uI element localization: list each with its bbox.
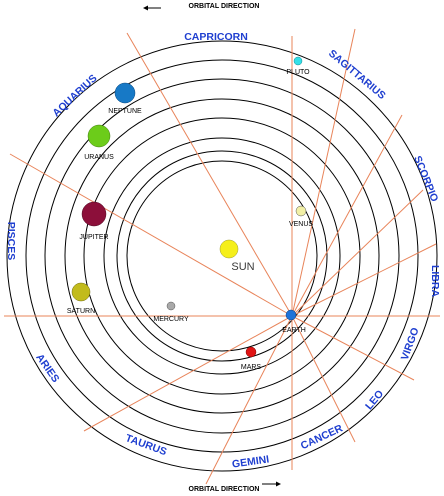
zodiac-gemini: GEMINI: [231, 453, 270, 470]
sun-icon: [219, 239, 239, 259]
zodiac-line: [205, 315, 293, 485]
zodiac-libra: LIBRA: [429, 265, 441, 297]
planet-label-neptune: NEPTUNE: [108, 108, 142, 115]
orbit-ring: [83, 117, 361, 395]
orbital-direction-bottom-label: ORBITAL DIRECTION: [189, 486, 260, 493]
planet-venus: VENUS: [289, 205, 313, 228]
planet-label-saturn: SATURN: [67, 308, 95, 315]
planet-label-venus: VENUS: [289, 221, 313, 228]
zodiac-line: [126, 32, 293, 317]
zodiac-line: [291, 114, 403, 317]
mercury-icon: [166, 301, 176, 311]
zodiac-line: [291, 243, 437, 317]
planets: MERCURY VENUS EARTH MARS JUPITER SATURN …: [67, 56, 313, 371]
neptune-icon: [114, 82, 136, 104]
zodiac-aquarius: AQUARIUS: [50, 72, 99, 119]
orbit-ring: [25, 59, 419, 453]
saturn-icon: [71, 282, 91, 302]
mars-icon: [245, 346, 257, 358]
zodiac-pisces: PISCES: [5, 222, 17, 261]
zodiac-leo: LEO: [363, 388, 386, 412]
planet-uranus: URANUS: [84, 124, 114, 161]
sun: SUN: [219, 239, 255, 273]
zodiac-line: [291, 189, 424, 317]
zodiac-line: [291, 315, 356, 443]
zodiac-line: [83, 315, 293, 432]
planet-saturn: SATURN: [67, 282, 95, 315]
arrow-right-head-icon: [276, 481, 281, 487]
zodiac-line: [9, 153, 293, 317]
planet-label-pluto: PLUTO: [286, 69, 310, 76]
planet-label-earth: EARTH: [282, 327, 306, 334]
planet-earth: EARTH: [282, 309, 306, 334]
jupiter-icon: [81, 201, 107, 227]
planet-label-jupiter: JUPITER: [79, 234, 108, 241]
venus-icon: [295, 205, 307, 217]
zodiac-scorpio: SCORPIO: [411, 154, 440, 203]
planet-label-mercury: MERCURY: [153, 316, 189, 323]
pluto-icon: [293, 56, 303, 66]
planet-neptune: NEPTUNE: [108, 82, 142, 115]
earth-icon: [285, 309, 297, 321]
planet-pluto: PLUTO: [286, 56, 310, 76]
orbital-direction-bottom: ORBITAL DIRECTION: [189, 481, 281, 493]
planet-label-mars: MARS: [241, 364, 262, 371]
planet-mars: MARS: [241, 346, 262, 371]
zodiac-capricorn: CAPRICORN: [184, 31, 248, 43]
orbit-ring: [64, 98, 380, 414]
orbit-ring: [44, 78, 400, 434]
zodiac-lines: [4, 28, 440, 485]
planet-jupiter: JUPITER: [79, 201, 109, 241]
zodiac-aries: ARIES: [33, 352, 61, 385]
orbit-ring: [6, 40, 438, 472]
orbital-direction-top-label: ORBITAL DIRECTION: [189, 3, 260, 10]
zodiac-line: [291, 28, 356, 317]
orbit-ring: [126, 160, 318, 352]
orbit-ring: [103, 137, 341, 375]
planet-label-uranus: URANUS: [84, 154, 114, 161]
orbital-direction-top: ORBITAL DIRECTION: [143, 3, 259, 11]
arrow-left-head-icon: [143, 5, 148, 11]
zodiac-taurus: TAURUS: [124, 432, 168, 458]
uranus-icon: [87, 124, 111, 148]
zodiac-line: [291, 315, 415, 381]
sun-label: SUN: [231, 261, 254, 273]
planet-mercury: MERCURY: [153, 301, 189, 323]
zodiac-sagittarius: SAGITTARIUS: [326, 47, 388, 101]
orbit-ring: [116, 150, 328, 362]
